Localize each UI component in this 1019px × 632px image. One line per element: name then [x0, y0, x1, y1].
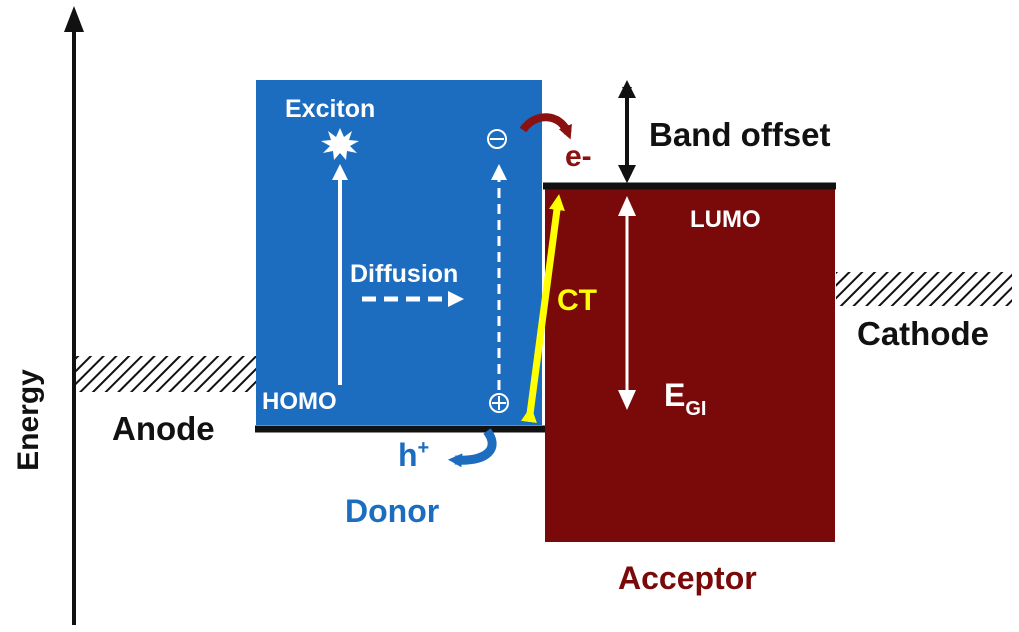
hole-label: h+: [398, 437, 429, 473]
donor-block: [256, 80, 542, 425]
exciton-star-icon: [321, 128, 359, 160]
gap-arrowhead-bottom: [618, 390, 636, 410]
band-offset-label: Band offset: [649, 116, 831, 153]
hole-transfer-arrow: [448, 428, 497, 468]
cathode-label: Cathode: [857, 315, 989, 352]
lumo-label: LUMO: [690, 206, 761, 233]
gap-arrowhead-top: [618, 196, 636, 216]
anode-label: Anode: [112, 410, 215, 447]
band-offset-arrowhead-bottom: [618, 165, 636, 183]
anode-electrode: [76, 356, 256, 392]
homo-label: HOMO: [262, 388, 337, 415]
donor-label: Donor: [345, 493, 439, 529]
acceptor-label: Acceptor: [618, 560, 757, 596]
cathode-electrode: [836, 272, 1012, 306]
gap-label: EGI: [664, 377, 706, 420]
energy-axis-arrowhead: [64, 6, 84, 32]
ct-label: CT: [557, 284, 597, 317]
electron-symbol-icon: [487, 129, 507, 149]
hole-symbol-icon: [489, 393, 509, 413]
energy-axis-label: Energy: [12, 369, 45, 471]
acceptor-block: [545, 186, 835, 542]
exciton-label: Exciton: [285, 95, 375, 123]
ct-arrow: [521, 194, 565, 423]
diffusion-label: Diffusion: [350, 260, 458, 288]
electron-label: e-: [565, 140, 592, 173]
electron-transfer-arrow: [519, 113, 572, 140]
band-offset-arrowhead-top: [618, 80, 636, 98]
